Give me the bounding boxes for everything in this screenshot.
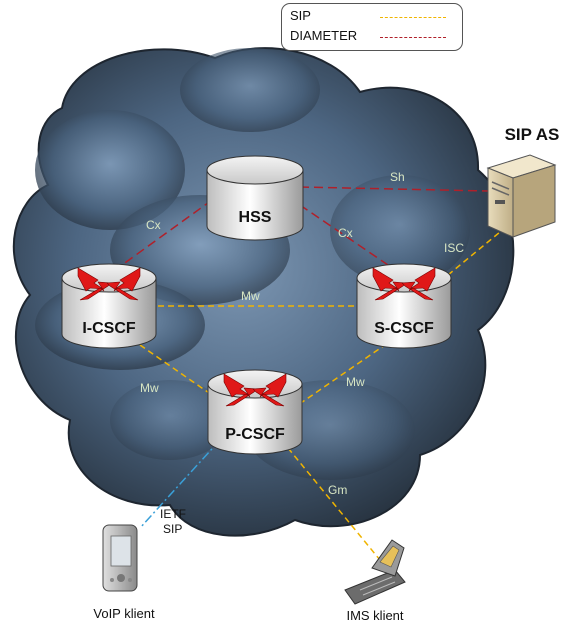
ims-client-node: IMS klient (344, 539, 406, 623)
cx-link-left (121, 199, 213, 266)
cx-link-right (299, 204, 389, 266)
pda-icon (102, 524, 138, 592)
interface-sh-label: Sh (390, 170, 405, 184)
interface-cx-right-label: Cx (338, 226, 353, 240)
interface-sip-label: SIP (163, 522, 182, 536)
voip-client-label: VoIP klient (93, 606, 155, 621)
router-arrows-icon (223, 373, 287, 407)
legend-diameter-line (380, 37, 446, 38)
gm-link (287, 447, 381, 561)
interface-ietf-label: IETF (160, 507, 186, 521)
isc-link (447, 231, 501, 276)
voip-client-node: VoIP klient (93, 524, 155, 621)
ims-core-cloud (12, 47, 515, 537)
server-icon (486, 154, 557, 238)
router-arrows-icon (372, 267, 436, 301)
p-cscf-node: P-CSCF (207, 369, 303, 455)
router-arrows-icon (77, 267, 141, 301)
i-cscf-label: I-CSCF (82, 320, 136, 337)
sip-as-label: SIP AS (505, 125, 560, 144)
sip-as-node: SIP AS (486, 125, 560, 238)
interface-mw-top-label: Mw (241, 289, 260, 303)
ietf-sip-link (139, 439, 221, 529)
connections (121, 186, 501, 561)
legend: SIP DIAMETER (281, 3, 463, 51)
s-cscf-label: S-CSCF (374, 320, 434, 337)
interface-mw-right-label: Mw (346, 375, 365, 389)
mw-link-left (139, 344, 213, 396)
p-cscf-label: P-CSCF (225, 426, 285, 443)
legend-sip-label: SIP (290, 8, 311, 23)
mobile-phone-icon (344, 539, 406, 605)
legend-diameter-label: DIAMETER (290, 28, 358, 43)
i-cscf-node: I-CSCF (61, 263, 157, 349)
legend-sip-line (380, 17, 446, 18)
hss-node: HSS (206, 155, 304, 241)
interface-isc-label: ISC (444, 241, 464, 255)
ims-client-label: IMS klient (346, 608, 403, 623)
sh-link (299, 186, 489, 192)
interface-mw-left-label: Mw (140, 381, 159, 395)
interface-cx-left-label: Cx (146, 218, 161, 232)
interface-gm-label: Gm (328, 483, 347, 497)
hss-label: HSS (239, 209, 272, 226)
s-cscf-node: S-CSCF (356, 263, 452, 349)
